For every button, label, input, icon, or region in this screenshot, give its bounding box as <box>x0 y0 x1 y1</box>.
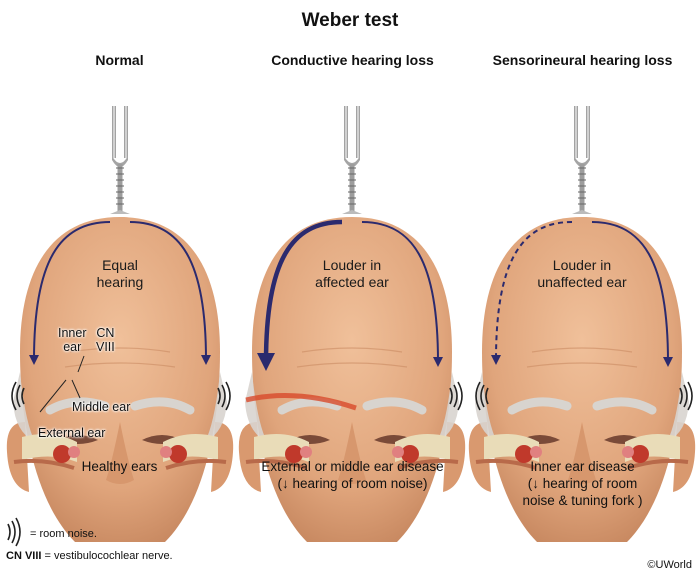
panel-heading-conductive: Conductive hearing loss <box>271 52 434 68</box>
tuning-fork-normal <box>109 105 131 215</box>
legend-room-noise-icon <box>7 517 21 547</box>
sound-arrow-sensorineural-right <box>591 221 673 367</box>
caption-normal: Healthy ears <box>81 459 158 474</box>
legend-cn-abbr: CN VIII <box>6 550 42 562</box>
label-inner-ear: Inner ear <box>58 326 87 354</box>
label-external-ear: External ear <box>38 426 106 440</box>
sound-arrow-normal-right <box>129 221 211 365</box>
sound-arrow-conductive-left <box>257 219 343 371</box>
legend-cn-viii: CN VIII = vestibulocochlear nerve. <box>6 550 173 562</box>
caption-conductive: External or middle ear disease (↓ hearin… <box>261 459 444 491</box>
label-middle-ear: Middle ear <box>72 400 131 414</box>
head-text-conductive: Louder in affected ear <box>315 257 389 290</box>
tuning-fork-sensorineural <box>571 105 593 215</box>
sound-arrow-normal-left <box>29 221 111 365</box>
label-cn-viii: CN VIII <box>96 326 115 354</box>
copyright: ©UWorld <box>647 559 692 571</box>
figure-title: Weber test <box>301 10 399 31</box>
panel-heading-normal: Normal <box>95 52 144 68</box>
panel-heading-sensorineural: Sensorineural hearing loss <box>492 52 673 68</box>
legend-cn-text: = vestibulocochlear nerve. <box>44 550 173 562</box>
caption-sensorineural: Inner ear disease (↓ hearing of room noi… <box>522 459 643 508</box>
sound-arrow-conductive-right <box>361 221 443 367</box>
legend-room-noise: = room noise. <box>30 528 97 540</box>
head-text-normal: Equal hearing <box>96 257 144 290</box>
tuning-fork-conductive <box>341 105 363 215</box>
head-text-sensorineural: Louder in unaffected ear <box>537 257 627 290</box>
